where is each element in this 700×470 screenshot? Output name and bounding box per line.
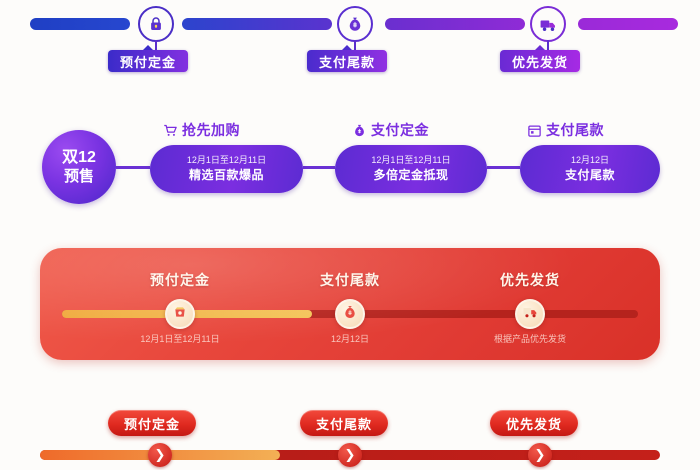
- timeline-segment-4: [578, 18, 678, 30]
- timeline-segment-2: [182, 18, 332, 30]
- timeline-node-3[interactable]: [530, 6, 566, 42]
- flow-heading-3: 支付尾款: [527, 120, 604, 140]
- banner-node-3[interactable]: [515, 299, 545, 329]
- banner-title-2: 支付尾款: [320, 272, 380, 288]
- flow-card-1-date: 12月1日至12月11日: [186, 155, 267, 165]
- flow-heading-3-text: 支付尾款: [546, 122, 604, 138]
- delivery-truck-icon: [539, 15, 558, 34]
- timeline-label-1-text: 预付定金: [120, 54, 177, 70]
- money-bag-icon: [352, 123, 367, 138]
- chevron-right-icon-1[interactable]: ❯: [148, 443, 172, 467]
- timeline-stem-2: [354, 40, 356, 52]
- chevron-right-glyph-3: ❯: [534, 447, 546, 462]
- red-button-1-label: 预付定金: [124, 416, 181, 432]
- red-button-3[interactable]: 优先发货: [490, 410, 579, 436]
- timeline-segment-3: [385, 18, 525, 30]
- money-bag-icon: [346, 15, 364, 33]
- flow-heading-2-text: 支付定金: [371, 122, 429, 138]
- flow-card-2-desc: 多倍定金抵现: [373, 167, 449, 182]
- banner-node-1[interactable]: [165, 299, 195, 329]
- banner-node-2[interactable]: [335, 299, 365, 329]
- delivery-truck-icon: [522, 303, 539, 325]
- flow-card-3[interactable]: 12月12日 支付尾款: [520, 145, 660, 193]
- shopping-cart-icon: [163, 123, 178, 138]
- timeline-segment-1: [30, 18, 130, 30]
- timeline-stem-3: [547, 40, 549, 52]
- flow-card-3-date: 12月12日: [570, 155, 610, 165]
- timeline-label-3-text: 优先发货: [512, 54, 569, 70]
- banner-title-3: 优先发货: [500, 272, 560, 288]
- lock-coin-icon: [147, 15, 165, 33]
- chevron-right-icon-2[interactable]: ❯: [338, 443, 362, 467]
- purple-step-timeline: 预付定金 支付尾款: [0, 0, 700, 92]
- flow-heading-1-text: 抢先加购: [182, 122, 240, 138]
- flow-heading-2: 支付定金: [352, 120, 429, 140]
- banner-sub-1: 12月1日至12月11日: [140, 334, 220, 344]
- chevron-right-glyph-2: ❯: [344, 447, 356, 462]
- double12-badge-line1: 双12: [62, 148, 96, 166]
- chevron-right-glyph-1: ❯: [154, 447, 166, 462]
- timeline-label-3[interactable]: 优先发货: [500, 45, 581, 72]
- double12-presale-flow: 双12 预售 抢先加购 12月1日至12月11日 精选百款爆品: [0, 112, 700, 217]
- red-button-2-label: 支付尾款: [316, 416, 373, 432]
- chevron-right-icon-3[interactable]: ❯: [528, 443, 552, 467]
- red-progress-banner: 预付定金 12月1日至12月11日 支付尾款 12月12日: [40, 248, 660, 360]
- flow-connector-3: [487, 166, 520, 169]
- banner-sub-2: 12月12日: [330, 334, 370, 344]
- double12-badge[interactable]: 双12 预售: [42, 130, 116, 204]
- timeline-label-1[interactable]: 预付定金: [108, 45, 189, 72]
- flow-heading-1: 抢先加购: [163, 120, 240, 140]
- red-button-3-label: 优先发货: [506, 416, 563, 432]
- calendar-icon: [527, 123, 542, 138]
- flow-card-2[interactable]: 12月1日至12月11日 多倍定金抵现: [335, 145, 487, 193]
- flow-connector-1: [116, 166, 150, 169]
- timeline-stem-1: [155, 40, 157, 52]
- flow-card-2-date: 12月1日至12月11日: [371, 155, 451, 165]
- money-bag-icon: [342, 304, 358, 325]
- flow-card-3-desc: 支付尾款: [564, 167, 615, 182]
- flow-connector-2: [303, 166, 335, 169]
- banner-title-1: 预付定金: [150, 272, 210, 288]
- red-button-2[interactable]: 支付尾款: [300, 410, 389, 436]
- banner-sub-3: 根据产品优先发货: [493, 334, 566, 344]
- double12-badge-line2: 预售: [63, 167, 94, 185]
- timeline-label-2-text: 支付尾款: [319, 54, 376, 70]
- flow-card-1[interactable]: 12月1日至12月11日 精选百款爆品: [150, 145, 303, 193]
- timeline-node-1[interactable]: [138, 6, 174, 42]
- coin-pouch-icon: [172, 304, 188, 325]
- red-button-progress-row: 预付定金 支付尾款 优先发货: [0, 400, 700, 470]
- flow-card-1-desc: 精选百款爆品: [188, 167, 264, 182]
- timeline-node-2[interactable]: [337, 6, 373, 42]
- red-button-1[interactable]: 预付定金: [108, 410, 197, 436]
- timeline-label-2[interactable]: 支付尾款: [307, 45, 388, 72]
